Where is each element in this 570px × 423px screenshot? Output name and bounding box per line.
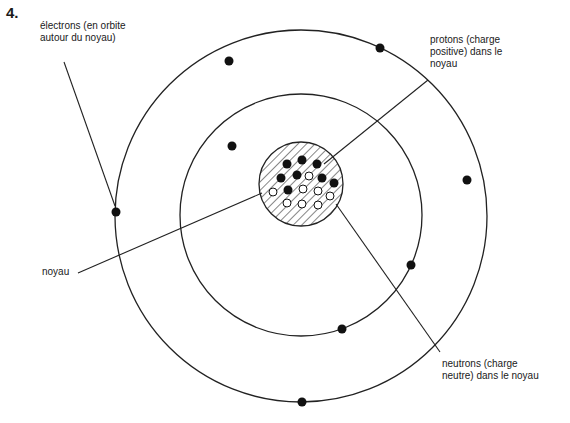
outer-orbit bbox=[115, 30, 487, 402]
figure-number: 4. bbox=[6, 4, 19, 22]
nucleus bbox=[259, 142, 343, 226]
nucleus-hatch bbox=[259, 142, 343, 226]
electron-label: électrons (en orbite autour du noyau) bbox=[40, 20, 132, 44]
neutron-label: neutrons (charge neutre) dans le noyau bbox=[442, 358, 542, 382]
neutrons bbox=[269, 172, 334, 209]
nucleus-label: noyau bbox=[42, 266, 69, 278]
electrons bbox=[112, 44, 472, 407]
protons bbox=[277, 156, 339, 195]
leader-lines bbox=[64, 62, 440, 352]
inner-orbit bbox=[180, 94, 422, 336]
proton-label: protons (charge positive) dans le noyau bbox=[430, 34, 530, 70]
